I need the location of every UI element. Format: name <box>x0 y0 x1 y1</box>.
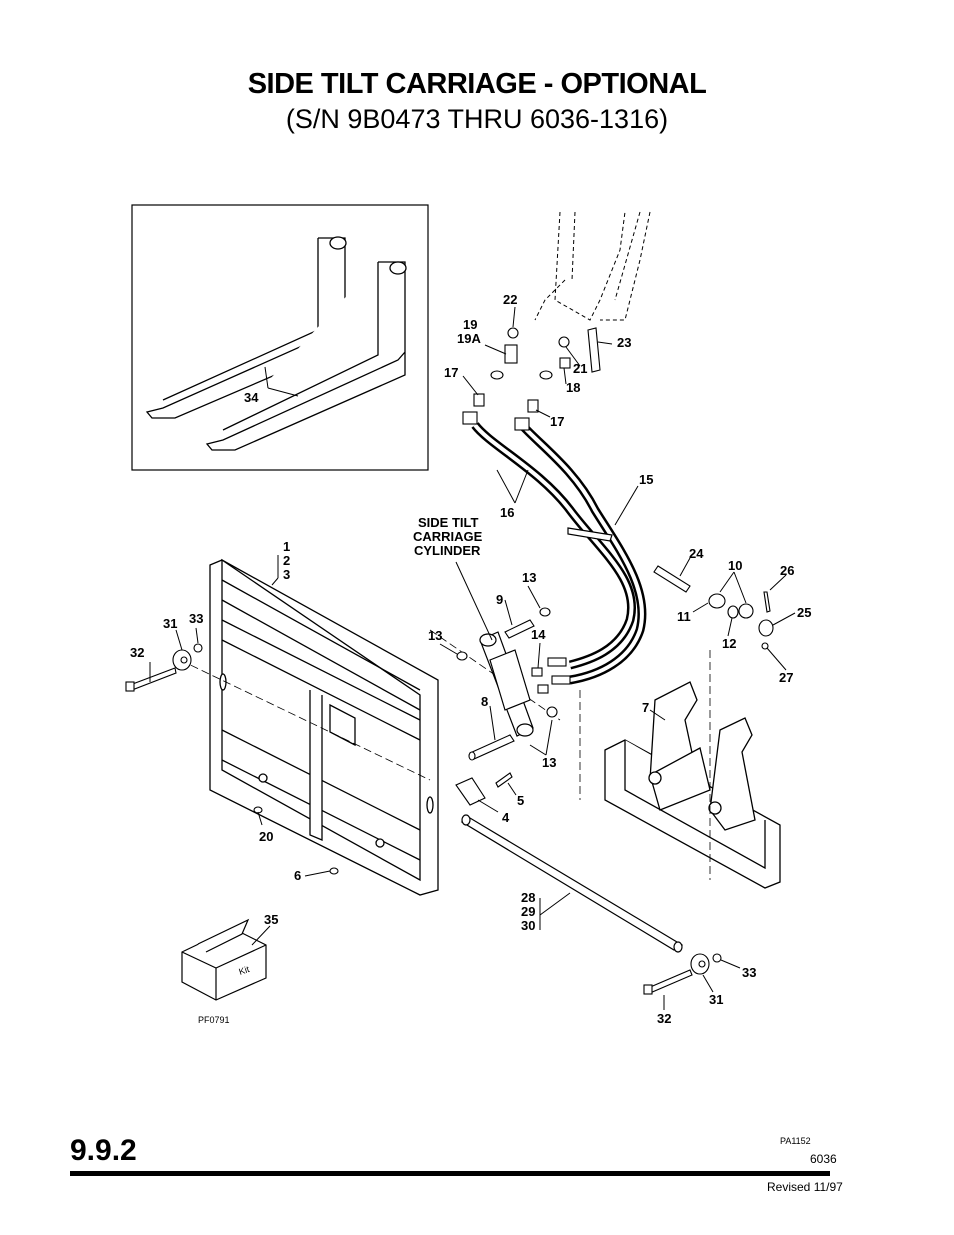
callout-10: 10 <box>728 558 742 573</box>
callout-1: 1 <box>283 539 290 554</box>
kit-box-label: Kit <box>238 964 252 977</box>
callout-26: 26 <box>780 563 794 578</box>
callout-15: 15 <box>639 472 653 487</box>
cylinder-label-line-2: CARRIAGE <box>413 529 483 544</box>
callout-23: 23 <box>617 335 631 350</box>
callout-16: 16 <box>500 505 514 520</box>
callout-33-left: 33 <box>189 611 203 626</box>
page-subtitle: (S/N 9B0473 THRU 6036-1316) <box>285 104 669 134</box>
callout-2: 2 <box>283 553 290 568</box>
callout-32-bottom: 32 <box>657 1011 671 1026</box>
kit-box <box>181 918 267 1001</box>
callouts: 1 2 3 31 33 32 22 19 19A 23 21 17 18 34 … <box>130 292 811 1026</box>
side-tilt-cylinder <box>479 631 534 737</box>
callout-29: 29 <box>521 904 535 919</box>
callout-24: 24 <box>689 546 704 561</box>
carriage-frame <box>209 558 439 896</box>
callout-19: 19 <box>463 317 477 332</box>
callout-35: 35 <box>264 912 278 927</box>
cylinder-label-line-3: CYLINDER <box>414 543 481 558</box>
callout-31-bottom: 31 <box>709 992 723 1007</box>
cylinder-label-line-1: SIDE TILT <box>418 515 478 530</box>
callout-4: 4 <box>502 810 510 825</box>
callout-25: 25 <box>797 605 811 620</box>
callout-7: 7 <box>642 700 649 715</box>
figure-code: PA1152 <box>780 1136 811 1146</box>
leader-lines <box>149 306 796 1010</box>
hardware-parts <box>125 327 774 995</box>
footer-rule <box>70 1171 830 1176</box>
callout-11: 11 <box>677 609 691 624</box>
callout-19a: 19A <box>457 331 481 346</box>
callout-21: 21 <box>573 361 587 376</box>
callout-17-left: 17 <box>444 365 458 380</box>
callout-32-left: 32 <box>130 645 144 660</box>
callout-18: 18 <box>566 380 580 395</box>
callout-27: 27 <box>779 670 793 685</box>
callout-13-bottom: 13 <box>542 755 556 770</box>
callout-28: 28 <box>521 890 535 905</box>
page-title: SIDE TILT CARRIAGE - OPTIONAL <box>247 68 707 100</box>
callout-9: 9 <box>496 592 503 607</box>
mast-upright-phantom <box>534 211 651 321</box>
callout-12: 12 <box>722 636 736 651</box>
revised-date: Revised 11/97 <box>767 1180 843 1194</box>
mounting-bracket <box>604 681 781 889</box>
pivot-shaft <box>460 814 684 953</box>
fork-illustration <box>145 236 407 451</box>
callout-34: 34 <box>244 390 259 405</box>
model-number: 6036 <box>810 1152 837 1166</box>
hydraulic-hoses <box>471 421 647 685</box>
callout-17-right: 17 <box>550 414 564 429</box>
figure-code-inner: PF0791 <box>198 1015 230 1025</box>
callout-31-left: 31 <box>163 616 177 631</box>
callout-20: 20 <box>259 829 273 844</box>
callout-8: 8 <box>481 694 488 709</box>
callout-3: 3 <box>283 567 290 582</box>
callout-33-bottom: 33 <box>742 965 756 980</box>
callout-5: 5 <box>517 793 524 808</box>
callout-22: 22 <box>503 292 517 307</box>
callout-30: 30 <box>521 918 535 933</box>
fork-inset-box <box>131 204 429 471</box>
callout-6: 6 <box>294 868 301 883</box>
callout-14: 14 <box>531 627 546 642</box>
callout-13-top: 13 <box>522 570 536 585</box>
callout-13-left: 13 <box>428 628 442 643</box>
page-number: 9.9.2 <box>70 1134 137 1167</box>
